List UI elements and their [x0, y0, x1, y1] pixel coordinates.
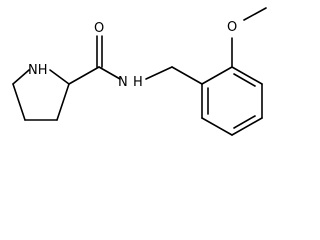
- structure-canvas: NH O N H O: [12, 7, 267, 136]
- pyrrolidine-ring: [12, 69, 70, 121]
- methoxy-group: [231, 7, 267, 68]
- bond-o-ch3: [243, 7, 267, 21]
- bond-ar-inner-2: [233, 115, 256, 129]
- bond-c2-n1: [49, 69, 70, 85]
- bond-c5-c4: [12, 83, 26, 121]
- ether-oxygen-label: O: [227, 20, 237, 35]
- pyrrolidine-nh-label: NH: [28, 63, 48, 78]
- bond-carbonyl-n: [98, 66, 121, 80]
- molecule-diagram: NH O N H O: [12, 7, 267, 136]
- bond-ar-inner-1: [233, 73, 256, 87]
- amide-group: [68, 35, 203, 85]
- bond-n-ch2: [145, 66, 173, 80]
- bond-ch2-ring: [171, 66, 203, 85]
- bond-n1-c5: [12, 69, 30, 85]
- bond-ar5-ar6: [201, 117, 233, 136]
- amide-nitrogen-label: N: [118, 75, 128, 90]
- carbonyl-oxygen-label: O: [94, 21, 104, 36]
- bond-ar4-ar5: [231, 117, 263, 136]
- bond-ar1-ar2: [201, 66, 233, 85]
- bond-ar2-ar3: [231, 66, 263, 85]
- benzene-ring: [201, 66, 263, 136]
- bond-c3-c2: [56, 83, 70, 121]
- bond-c2-carbonyl: [68, 66, 100, 85]
- amide-hydrogen-label: H: [133, 75, 143, 90]
